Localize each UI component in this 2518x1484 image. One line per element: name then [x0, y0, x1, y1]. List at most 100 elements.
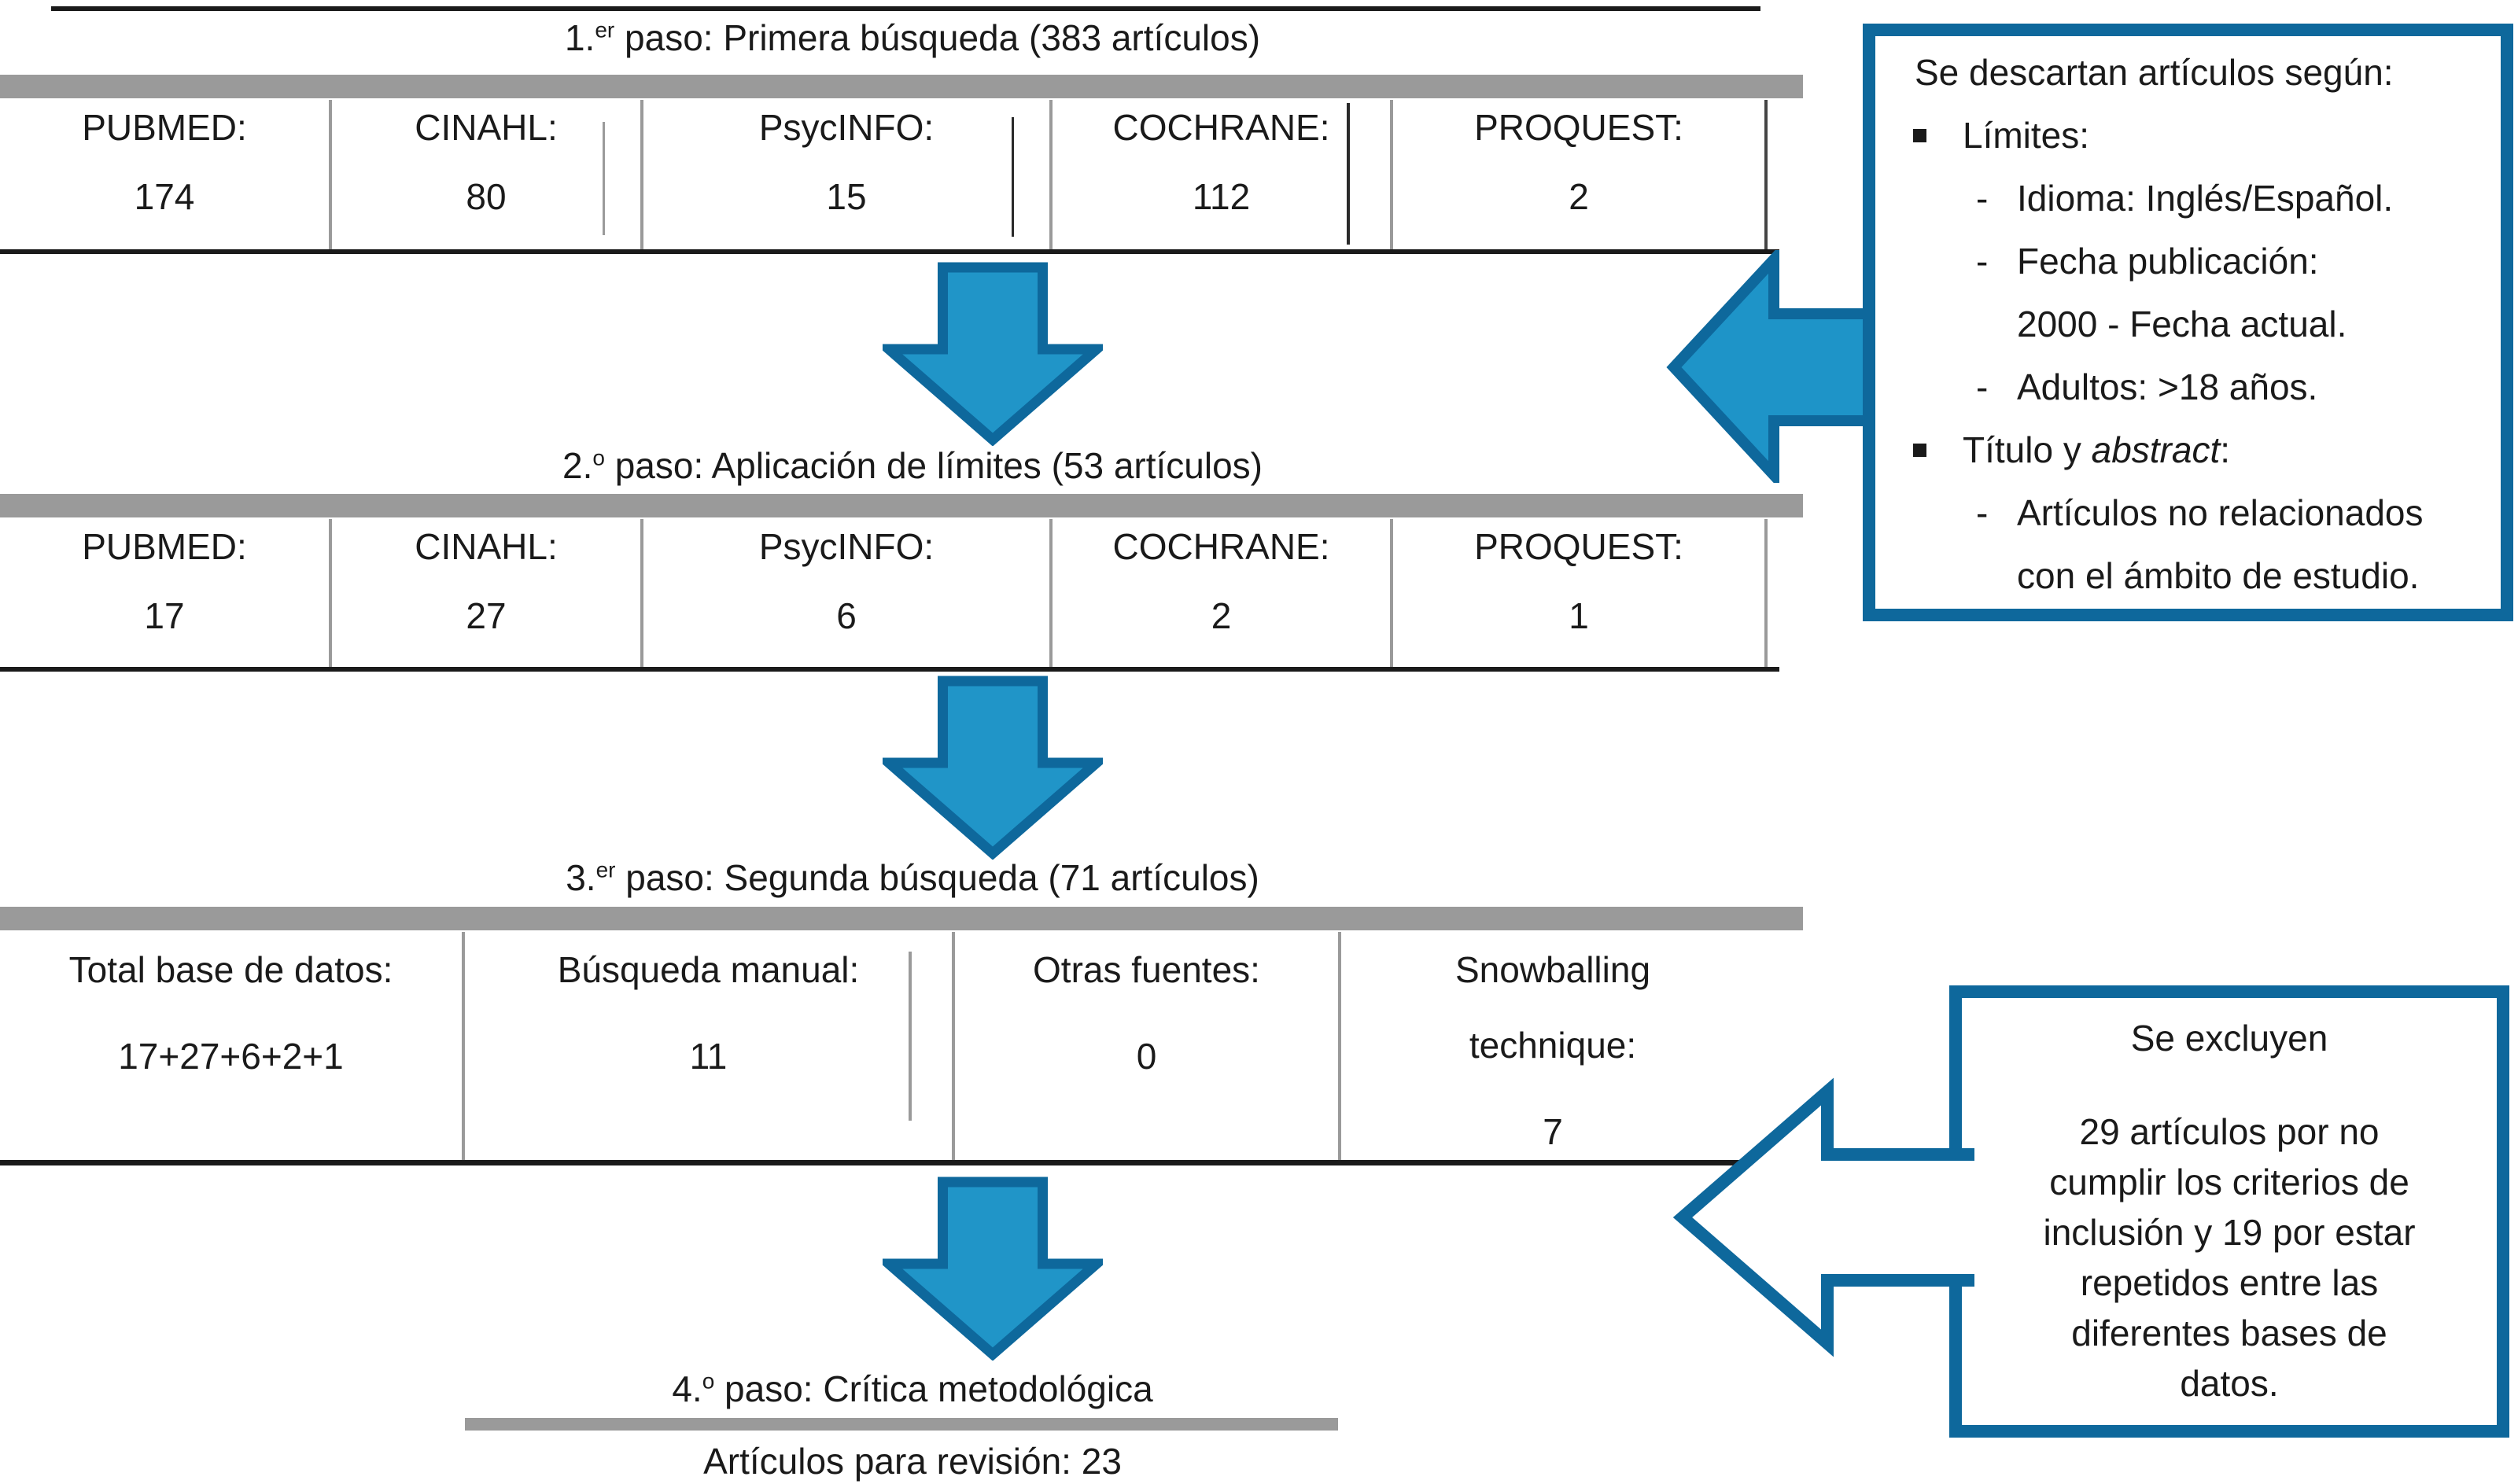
source-cell-snowballing: Snowballing technique: 7 [1338, 932, 1764, 1160]
list-subitem-unrelated: - Artículos no relacionados [1883, 481, 2493, 544]
db-cell-psycinfo: PsycINFO: 6 [640, 519, 1049, 667]
final-count-label: Artículos para revisión: 23 [703, 1441, 1122, 1482]
source-label: Total base de datos: [68, 949, 393, 990]
left-arrow-icon [1666, 250, 1877, 483]
db-value: 2 [1211, 595, 1232, 636]
divider-line [603, 122, 605, 235]
source-label: Búsqueda manual: [557, 949, 860, 990]
source-cell-manual-search: Búsqueda manual: 11 [462, 932, 952, 1160]
db-label: PROQUEST: [1474, 526, 1683, 567]
source-cell-other-sources: Otras fuentes: 0 [952, 932, 1338, 1160]
step4-text: paso: Crítica metodológica [714, 1368, 1153, 1409]
discard-criteria-box: Se descartan artículos según: Límites: -… [1863, 24, 2513, 621]
db-label: PsycINFO: [758, 526, 935, 567]
list-item-label: Fecha publicación: [2017, 241, 2319, 282]
db-label: COCHRANE: [1112, 526, 1330, 567]
list-item-label: 2000 - Fecha actual. [2017, 304, 2347, 344]
list-subitem-pubdate-cont: 2000 - Fecha actual. [1883, 293, 2493, 355]
list-item-title-abstract: Título y abstract: [1883, 418, 2493, 481]
step2-header-bar [0, 494, 1803, 517]
step2-ordinal: o [592, 445, 605, 470]
step2-number: 2. [562, 445, 593, 486]
db-value: 1 [1569, 595, 1589, 636]
step2-table-bottom-rule [0, 667, 1779, 672]
db-value: 6 [836, 595, 857, 636]
db-label: PUBMED: [82, 107, 247, 148]
exclusion-line: repetidos entre las [2080, 1262, 2379, 1303]
step2-table: PUBMED: 17 CINAHL: 27 PsycINFO: 6 COCHRA… [0, 519, 1768, 667]
list-item-label: Límites: [1963, 115, 2090, 156]
step3-table: Total base de datos: 17+27+6+2+1 Búsqued… [0, 932, 1764, 1160]
dash-marker: - [1976, 366, 1989, 407]
exclusion-line: 29 artículos por no [2079, 1111, 2380, 1152]
source-cell-databases: Total base de datos: 17+27+6+2+1 [0, 932, 462, 1160]
square-bullet-icon [1913, 129, 1926, 142]
square-bullet-icon [1913, 444, 1926, 457]
label-part: Título y [1963, 429, 2092, 470]
step3-table-bottom-rule [0, 1160, 1779, 1165]
db-value: 174 [134, 176, 195, 217]
discard-box-title: Se descartan artículos según: [1915, 52, 2394, 93]
db-label: COCHRANE: [1112, 107, 1330, 148]
exclusion-line: inclusión y 19 por estar [2043, 1212, 2416, 1253]
step1-header-bar [0, 75, 1803, 98]
step1-ordinal: er [595, 17, 615, 42]
label-part: : [2220, 429, 2231, 470]
db-cell-proquest: PROQUEST: 2 [1390, 100, 1764, 249]
dash-marker: - [1976, 178, 1989, 219]
exclusion-line: cumplir los criterios de [2049, 1162, 2409, 1202]
db-cell-cochrane: COCHRANE: 112 [1049, 100, 1390, 249]
db-cell-proquest: PROQUEST: 1 [1390, 519, 1764, 667]
step1-text: paso: Primera búsqueda (383 artículos) [614, 17, 1261, 58]
step3-ordinal: er [595, 857, 616, 882]
divider-line [909, 952, 912, 1121]
step3-header-bar [0, 907, 1803, 930]
list-subitem-adults: - Adultos: >18 años. [1883, 355, 2493, 418]
step2-text: paso: Aplicación de límites (53 artículo… [604, 445, 1263, 486]
source-value: 7 [1543, 1111, 1563, 1152]
list-item-label: Artículos no relacionados [2017, 492, 2424, 533]
step1-table: PUBMED: 174 CINAHL: 80 PsycINFO: 15 COCH… [0, 100, 1768, 249]
label-part-italic: abstract [2091, 429, 2221, 470]
list-item-label: con el ámbito de estudio. [2017, 555, 2420, 596]
source-value: 11 [689, 1036, 728, 1077]
source-value: 17+27+6+2+1 [118, 1036, 344, 1077]
db-value: 17 [144, 595, 185, 636]
list-subitem-pubdate: - Fecha publicación: [1883, 230, 2493, 293]
source-label: Snowballing technique: [1454, 949, 1651, 1066]
step1-title: 1.er paso: Primera búsqueda (383 artícul… [0, 17, 1825, 58]
step3-title: 3.er paso: Segunda búsqueda (71 artículo… [0, 857, 1825, 898]
db-value: 27 [466, 595, 507, 636]
db-cell-pubmed: PUBMED: 17 [0, 519, 329, 667]
divider-line [1347, 103, 1350, 245]
list-item-label: Título y abstract: [1963, 418, 2230, 481]
dash-marker: - [1976, 492, 1989, 533]
source-value: 0 [1136, 1036, 1157, 1077]
db-value: 80 [466, 176, 507, 217]
list-subitem-unrelated-cont: con el ámbito de estudio. [1883, 544, 2493, 607]
source-label: Otras fuentes: [1033, 949, 1260, 990]
exclusion-box: Se excluyen 29 artículos por no cumplir … [1949, 985, 2509, 1438]
down-arrow-icon [883, 1177, 1103, 1361]
exclusion-box-body: 29 artículos por no cumplir los criterio… [1970, 1107, 2489, 1409]
divider-line [1012, 117, 1014, 237]
step4-ordinal: o [702, 1368, 715, 1394]
step1-number: 1. [564, 17, 595, 58]
down-arrow-icon [883, 262, 1103, 446]
db-label: CINAHL: [415, 107, 558, 148]
list-item-label: Idioma: Inglés/Español. [2017, 178, 2394, 219]
db-label: PsycINFO: [758, 107, 935, 148]
dash-marker: - [1976, 241, 1989, 282]
step4-header-bar [465, 1418, 1338, 1431]
top-rule [51, 6, 1760, 11]
step2-title: 2.o paso: Aplicación de límites (53 artí… [0, 445, 1825, 486]
exclusion-line: datos. [2180, 1363, 2279, 1404]
step1-table-bottom-rule [0, 249, 1779, 254]
db-label: PUBMED: [82, 526, 247, 567]
list-item-limits: Límites: [1883, 104, 2493, 167]
db-value: 112 [1192, 176, 1251, 217]
db-cell-psycinfo: PsycINFO: 15 [640, 100, 1049, 249]
step3-text: paso: Segunda búsqueda (71 artículos) [615, 857, 1259, 898]
db-cell-cinahl: CINAHL: 27 [329, 519, 640, 667]
